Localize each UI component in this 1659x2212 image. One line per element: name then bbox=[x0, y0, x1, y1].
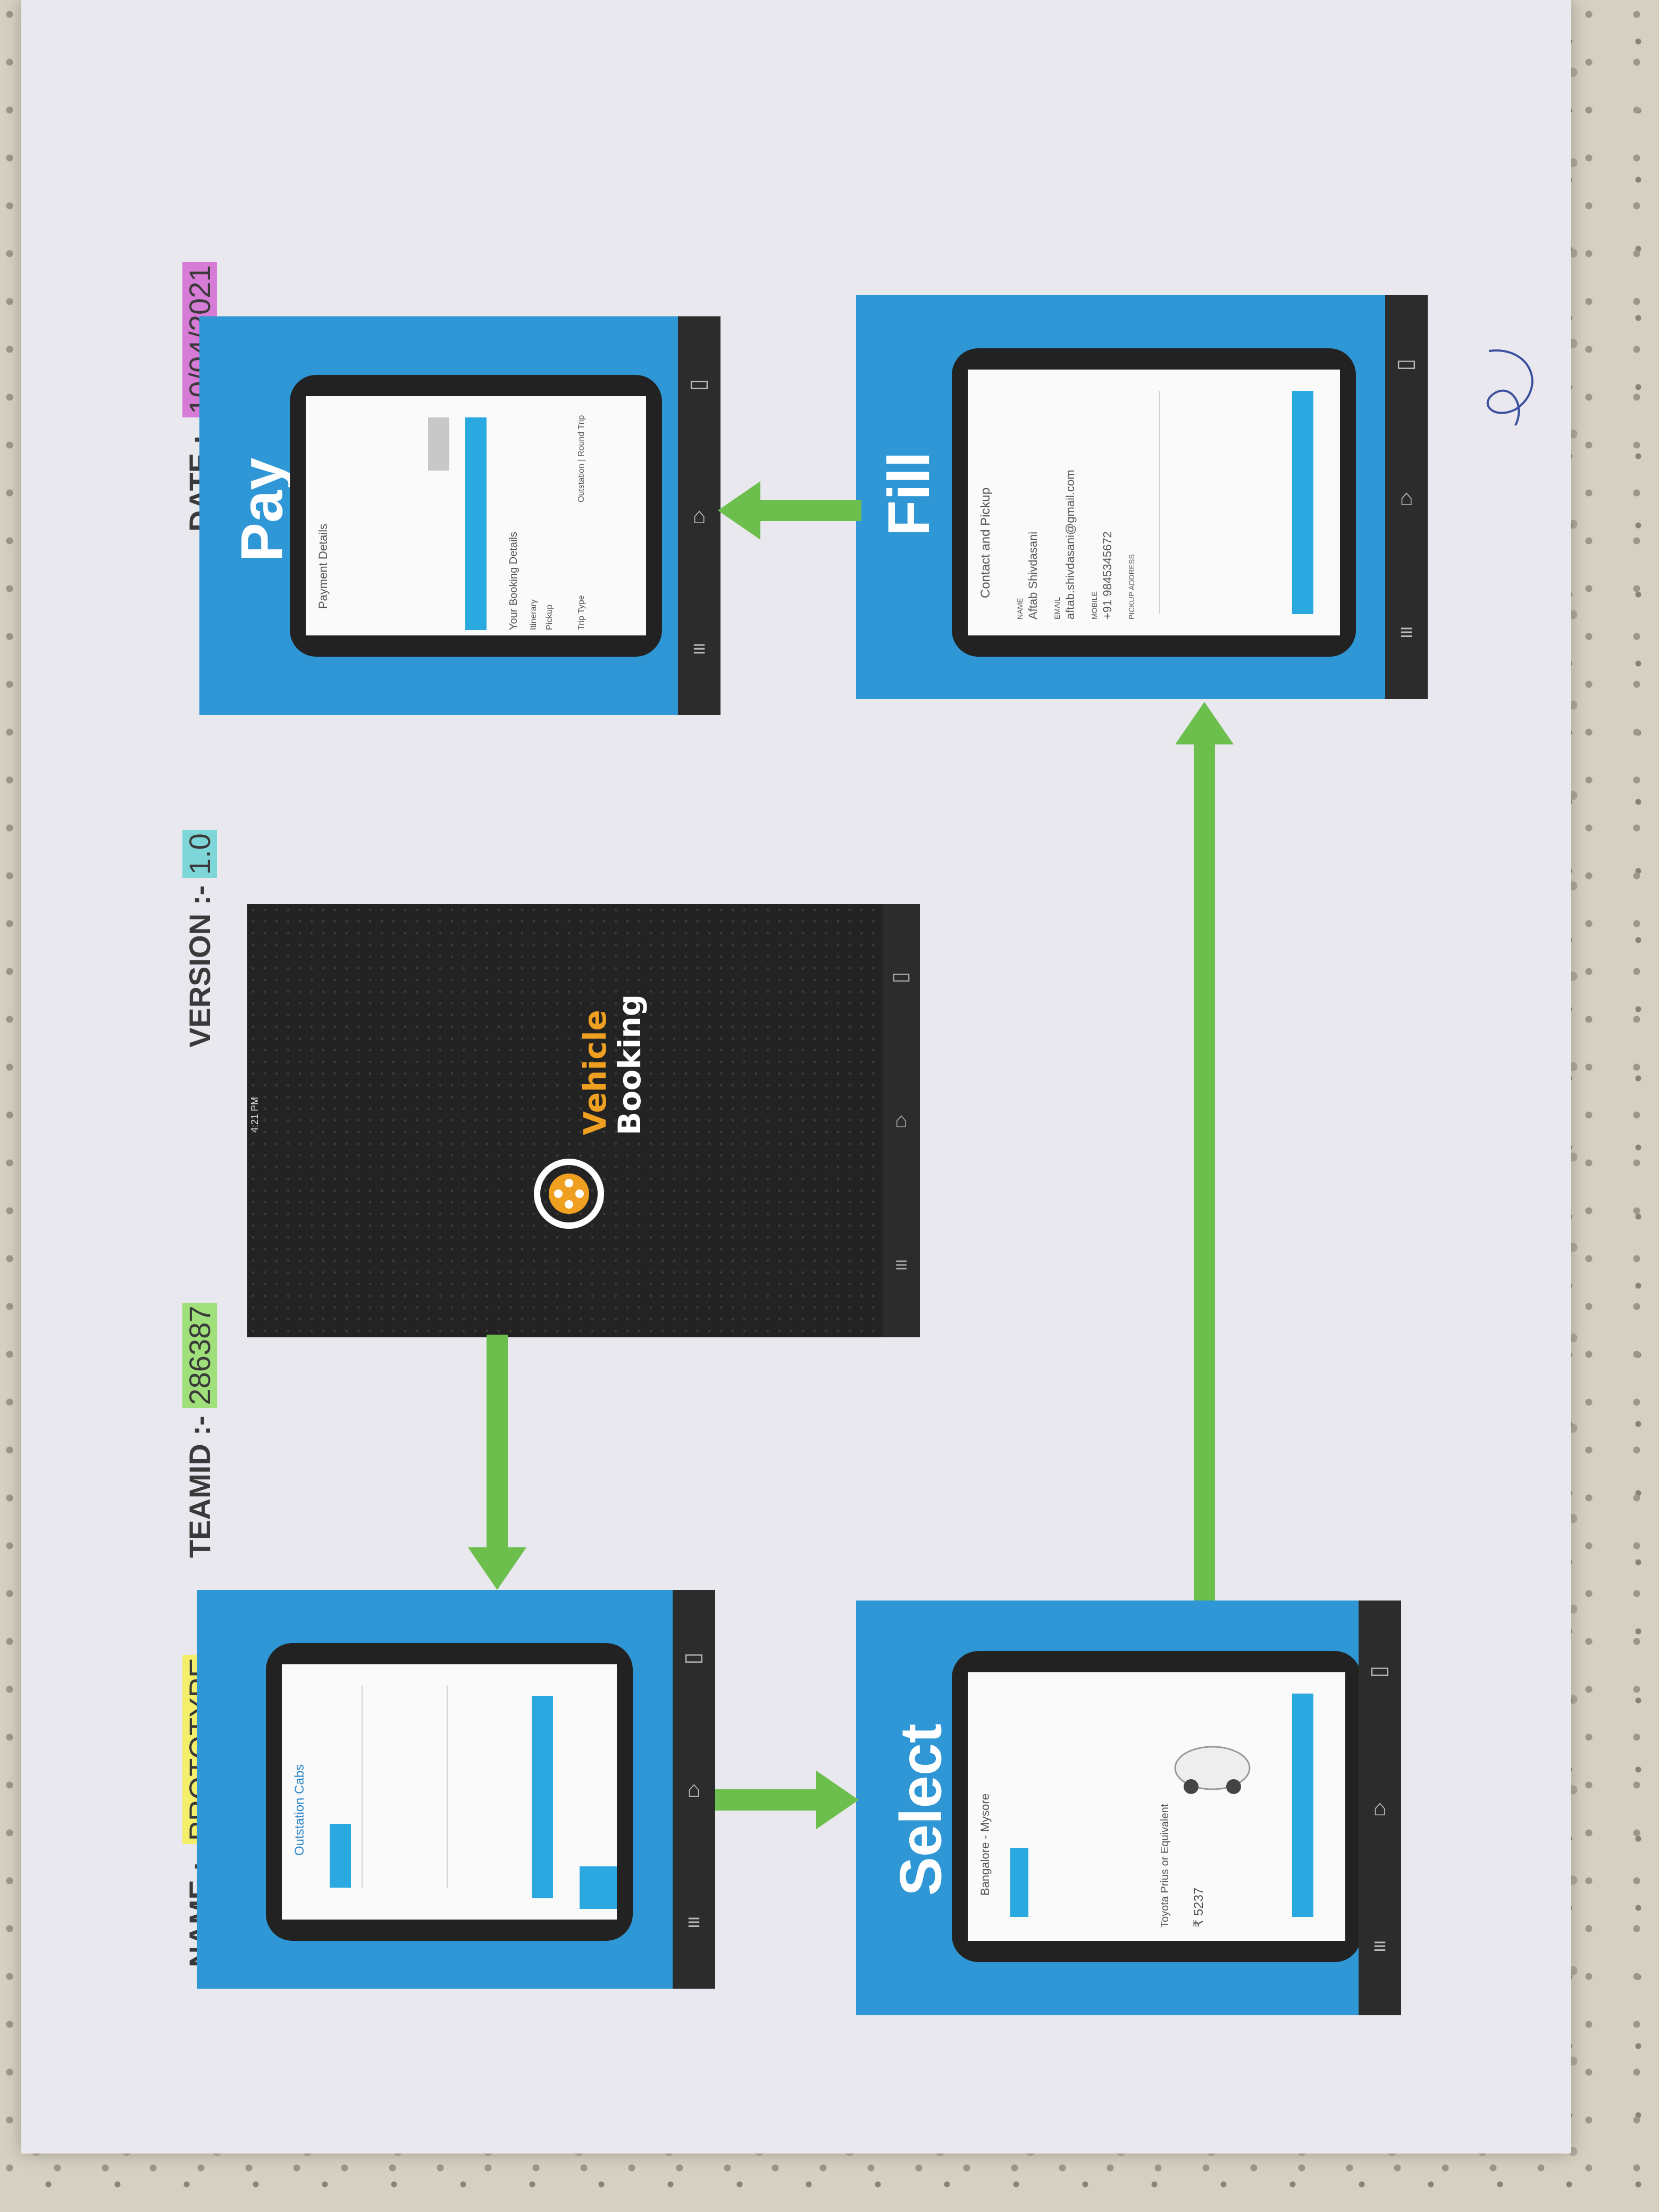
search-button[interactable] bbox=[532, 1696, 553, 1898]
email-label: EMAIL bbox=[1053, 597, 1061, 619]
recent-apps-icon[interactable]: ▭ bbox=[1369, 1657, 1390, 1682]
nav-bar: ▭ ⌂ ≡ bbox=[883, 904, 920, 1337]
select-card: Select Bangalore - Mysore Toyota Prius o… bbox=[856, 1601, 1401, 2015]
poster-paper: NAME :- PROTOTYPE TEAMID :- 286387 VERSI… bbox=[21, 0, 1571, 2154]
divider bbox=[362, 1686, 363, 1888]
pickup-label: PICKUP ADDRESS bbox=[1127, 554, 1136, 619]
recent-apps-icon[interactable]: ▭ bbox=[689, 370, 710, 396]
home-icon[interactable]: ⌂ bbox=[1373, 1795, 1387, 1821]
itinerary-label: Itinerary bbox=[529, 599, 538, 630]
pay-now-button[interactable] bbox=[465, 417, 487, 630]
back-icon[interactable]: ≡ bbox=[895, 1253, 908, 1277]
apply-button[interactable] bbox=[428, 417, 449, 471]
car-price: ₹ 5237 bbox=[1192, 1887, 1206, 1928]
home-icon[interactable]: ⌂ bbox=[1400, 484, 1413, 510]
home-icon[interactable]: ⌂ bbox=[894, 1109, 908, 1133]
select-screen: Bangalore - Mysore Toyota Prius or Equiv… bbox=[968, 1672, 1345, 1941]
select-title: Select bbox=[888, 1723, 954, 1896]
trip-type-value: Outstation | Round Trip bbox=[577, 415, 586, 502]
nav-bar: ▭ ⌂ ≡ bbox=[678, 316, 720, 715]
pickup-label: Pickup bbox=[545, 604, 554, 630]
splash-screen: 4:21 PM Vehicle Booking ▭ ⌂ ≡ bbox=[247, 904, 920, 1337]
pay-phone: Payment Details Your Booking Details Iti… bbox=[290, 375, 662, 657]
version-value: 1.0 bbox=[182, 830, 217, 878]
name-label: NAME bbox=[1016, 598, 1024, 619]
pay-screen-title: Payment Details bbox=[316, 523, 330, 609]
booking-details-label: Your Booking Details bbox=[508, 532, 520, 630]
fill-phone: Contact and Pickup NAME Aftab Shivdasani… bbox=[952, 348, 1356, 657]
nav-bar: ▭ ⌂ ≡ bbox=[1385, 295, 1428, 699]
car-name: Toyota Prius or Equivalent bbox=[1159, 1804, 1171, 1928]
bottom-nav-active[interactable] bbox=[580, 1866, 617, 1909]
fill-screen: Contact and Pickup NAME Aftab Shivdasani… bbox=[968, 370, 1340, 635]
app-name-line1: Vehicle bbox=[577, 1010, 613, 1135]
arrow-book-to-select bbox=[715, 1771, 859, 1829]
fill-title: Fill bbox=[876, 451, 942, 536]
pickup-input[interactable] bbox=[1159, 391, 1160, 614]
mobile-label: MOBILE bbox=[1090, 591, 1099, 619]
version-label: VERSION :- bbox=[182, 885, 216, 1048]
nav-bar: ▭ ⌂ ≡ bbox=[673, 1590, 715, 1989]
book-screen: Outstation Cabs bbox=[282, 1664, 617, 1920]
car-image-icon bbox=[1174, 1746, 1251, 1794]
recent-apps-icon[interactable]: ▭ bbox=[891, 965, 911, 988]
fill-screen-title: Contact and Pickup bbox=[978, 487, 993, 598]
back-icon[interactable]: ≡ bbox=[692, 636, 706, 661]
arrow-fill-to-pay bbox=[718, 481, 861, 540]
book-card: Outstation Cabs ▭ ⌂ ≡ bbox=[197, 1590, 715, 1989]
mobile-input[interactable]: +91 9845345672 bbox=[1101, 531, 1114, 619]
teamid-label: TEAMID :- bbox=[182, 1415, 216, 1558]
app-logo: Vehicle Booking bbox=[497, 994, 678, 1244]
film-reel-icon bbox=[534, 1159, 604, 1229]
pay-screen: Payment Details Your Booking Details Iti… bbox=[306, 396, 646, 635]
divider bbox=[447, 1686, 448, 1888]
app-name-line2: Booking bbox=[611, 994, 648, 1135]
filter-tab[interactable] bbox=[1010, 1848, 1028, 1917]
continue-button[interactable] bbox=[1292, 1694, 1313, 1917]
select-phone: Bangalore - Mysore Toyota Prius or Equiv… bbox=[952, 1651, 1361, 1962]
back-icon[interactable]: ≡ bbox=[1400, 619, 1413, 644]
name-input[interactable]: Aftab Shivdasani bbox=[1026, 531, 1040, 619]
recent-apps-icon[interactable]: ▭ bbox=[683, 1644, 705, 1669]
home-icon[interactable]: ⌂ bbox=[687, 1777, 701, 1802]
nav-bar: ▭ ⌂ ≡ bbox=[1359, 1601, 1401, 2015]
book-phone: Outstation Cabs bbox=[266, 1643, 633, 1941]
pay-card: Pay Payment Details Your Booking Details… bbox=[199, 316, 720, 715]
book-screen-title: Outstation Cabs bbox=[292, 1764, 307, 1856]
home-icon[interactable]: ⌂ bbox=[692, 503, 706, 529]
email-input[interactable]: aftab.shivdasani@gmail.com bbox=[1063, 470, 1077, 619]
recent-apps-icon[interactable]: ▭ bbox=[1396, 350, 1417, 375]
select-screen-title: Bangalore - Mysore bbox=[978, 1794, 992, 1896]
status-bar: 4:21 PM bbox=[247, 904, 263, 1337]
trip-type-label: Trip Type bbox=[577, 595, 586, 630]
pay-title: Pay bbox=[229, 457, 295, 562]
oneway-tab[interactable] bbox=[330, 1824, 351, 1888]
teamid-field: TEAMID :- 286387 bbox=[182, 1048, 217, 1558]
status-time: 4:21 PM bbox=[249, 1096, 260, 1133]
signature-mark bbox=[1486, 349, 1534, 426]
arrow-select-to-fill bbox=[1175, 702, 1234, 1601]
teamid-value: 286387 bbox=[182, 1302, 217, 1409]
proceed-button[interactable] bbox=[1292, 391, 1313, 614]
fill-card: Fill Contact and Pickup NAME Aftab Shivd… bbox=[856, 295, 1428, 699]
back-icon[interactable]: ≡ bbox=[687, 1909, 701, 1935]
back-icon[interactable]: ≡ bbox=[1373, 1933, 1387, 1959]
arrow-splash-to-book bbox=[468, 1335, 526, 1590]
